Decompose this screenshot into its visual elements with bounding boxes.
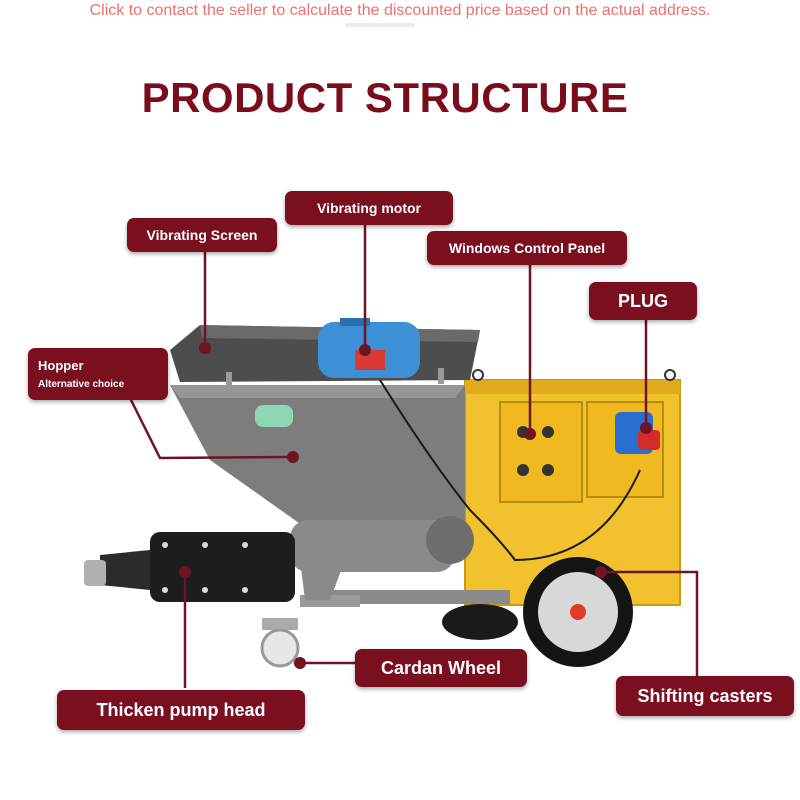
label-cardan-wheel: Cardan Wheel (355, 649, 527, 687)
notice-divider (345, 23, 415, 27)
callout-lines (128, 225, 699, 688)
label-vibrating-screen: Vibrating Screen (127, 218, 277, 252)
cardan-wheel (260, 618, 300, 668)
label-hopper-note: Alternative choice (38, 379, 125, 390)
power-cable (379, 379, 641, 562)
label-plug: PLUG (589, 282, 697, 320)
label-hopper-title: Hopper (38, 358, 84, 373)
label-windows-control-panel: Windows Control Panel (427, 231, 627, 265)
label-vibrating-motor: Vibrating motor (285, 191, 453, 225)
label-shifting-casters: Shifting casters (616, 676, 794, 716)
label-thicken-pump-head: Thicken pump head (57, 690, 305, 730)
plug-socket (615, 412, 660, 454)
hopper-body (170, 385, 465, 545)
seller-contact-notice[interactable]: Click to contact the seller to calculate… (89, 2, 711, 19)
page-title: PRODUCT STRUCTURE (141, 74, 629, 121)
label-hopper: Hopper Alternative choice (28, 348, 168, 400)
shifting-caster-wheels (442, 557, 633, 667)
pump-tube (290, 516, 474, 600)
pump-head (84, 532, 295, 602)
callout-dots (179, 342, 652, 669)
